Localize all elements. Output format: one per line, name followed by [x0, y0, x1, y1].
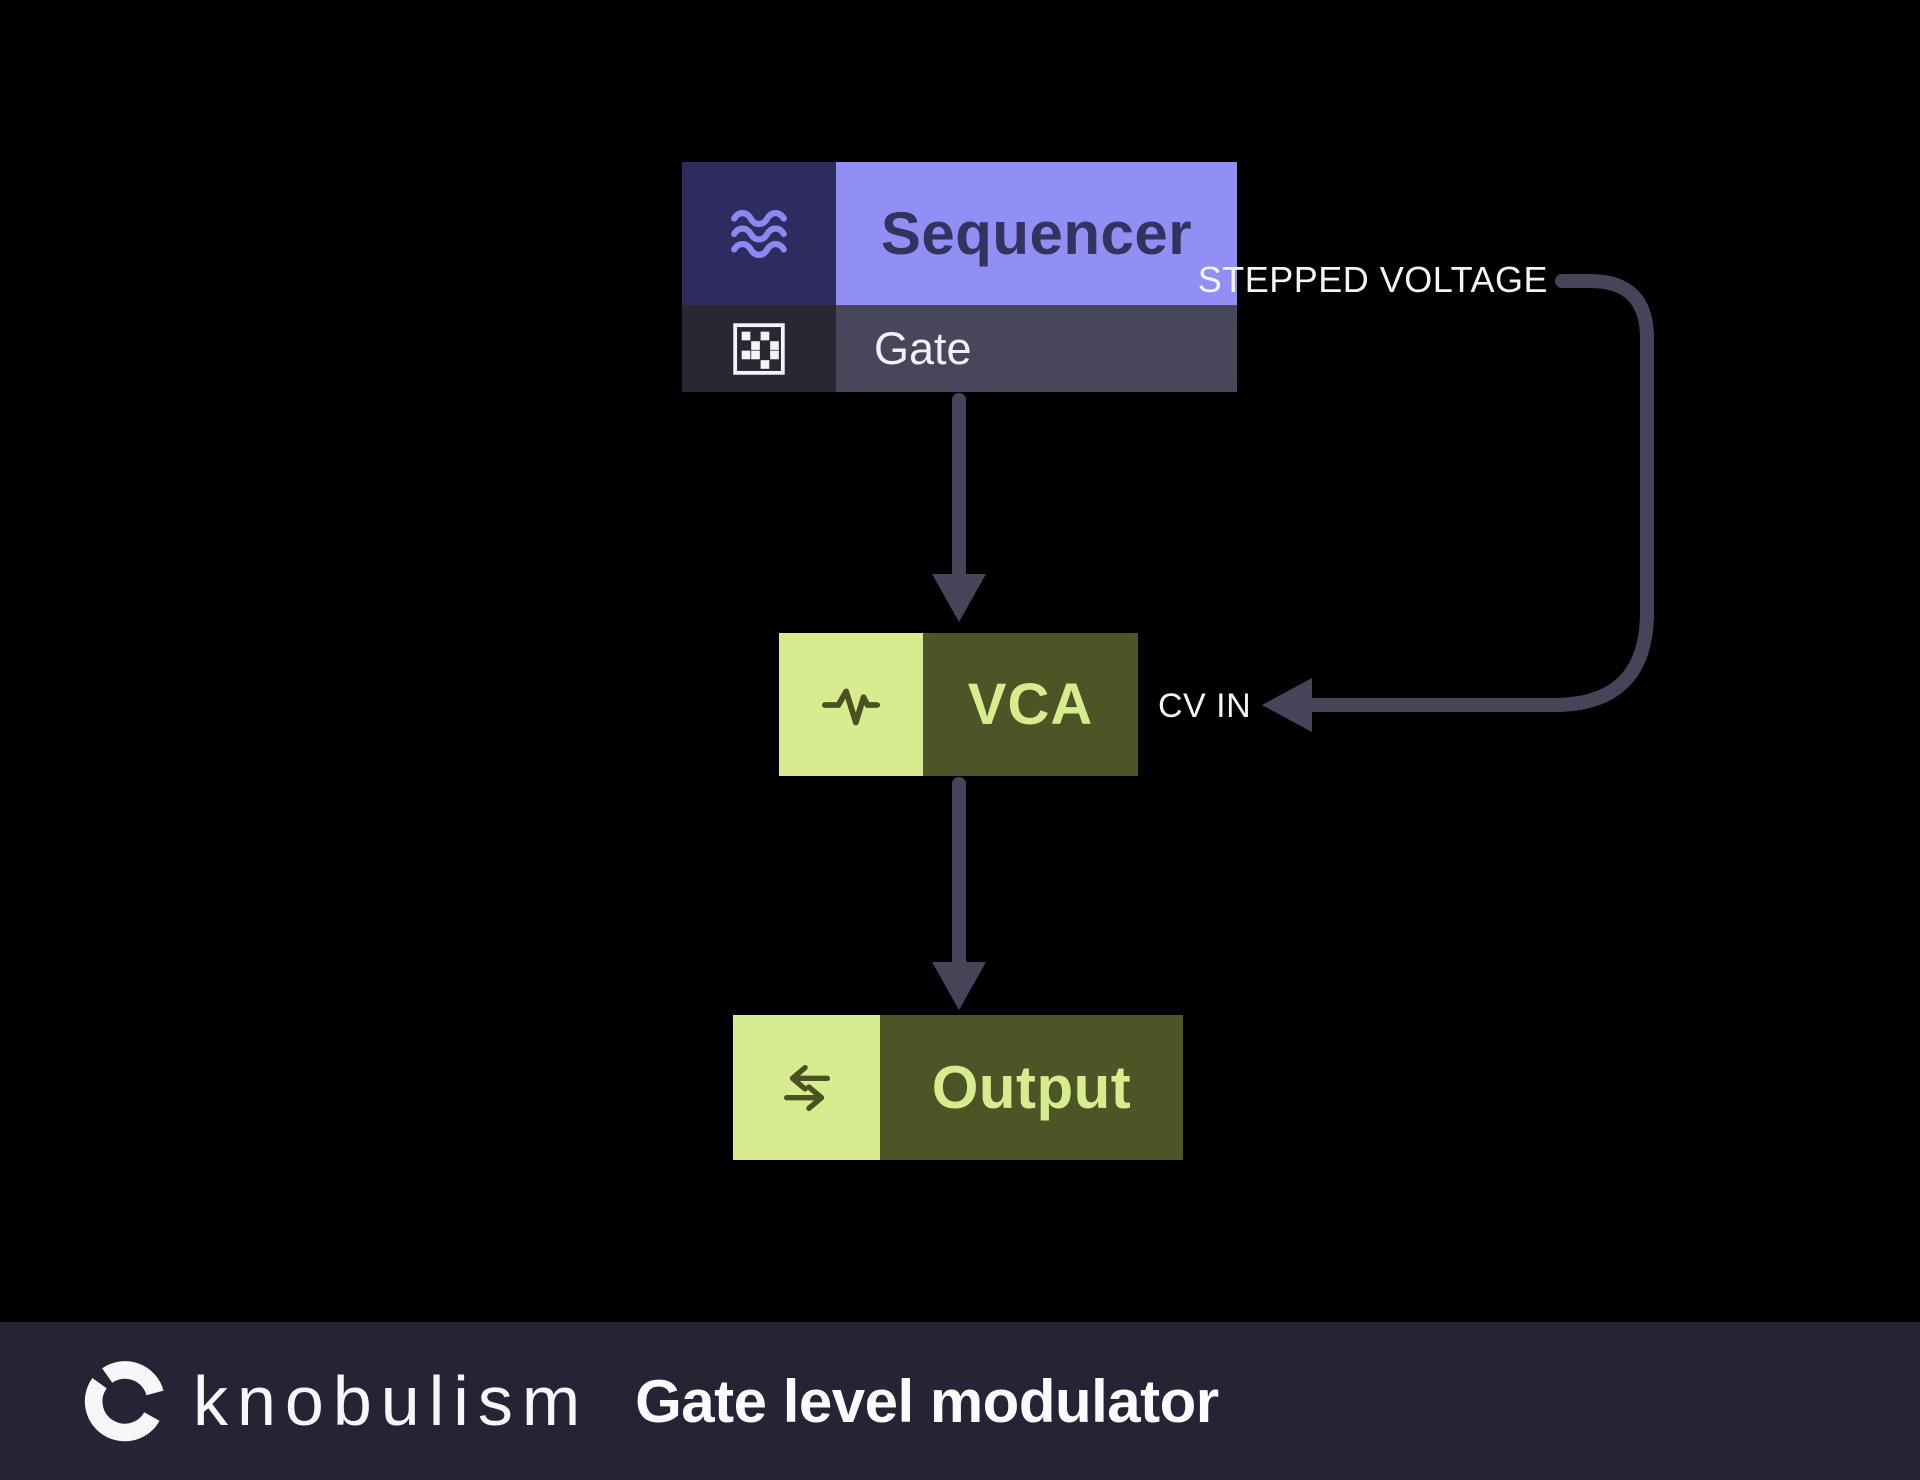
vca-label-cell: VCA: [923, 633, 1138, 776]
brand-name: knobulism: [193, 1362, 590, 1440]
vca-label: VCA: [967, 672, 1094, 737]
sequencer-node: Sequencer: [682, 162, 1237, 392]
arrow-sequencer-to-vca: [932, 393, 986, 622]
footer-bar: knobulism Gate level modulator: [0, 1322, 1920, 1480]
gate-label: Gate: [874, 322, 972, 374]
arrow-vca-to-output: [932, 777, 986, 1010]
output-label: Output: [931, 1054, 1132, 1121]
sequencer-label: Sequencer: [880, 200, 1193, 267]
vca-node: VCA: [779, 633, 1138, 776]
knob-icon: [84, 1361, 164, 1442]
stepped-voltage-label: STEPPED VOLTAGE: [1197, 259, 1548, 300]
output-label-cell: Output: [880, 1015, 1183, 1160]
sequencer-label-cell: Sequencer: [836, 162, 1237, 305]
waves-icon: [682, 162, 836, 305]
gate-label-cell: Gate: [836, 305, 1237, 392]
checkerboard-icon: [682, 305, 836, 392]
output-node: Output: [733, 1015, 1183, 1160]
gate-row: Gate: [682, 305, 1237, 392]
pulse-icon: [779, 633, 923, 776]
sequencer-row: Sequencer: [682, 162, 1237, 305]
cv-in-label: CV IN: [1158, 687, 1252, 725]
footer-title: Gate level modulator: [635, 1367, 1219, 1435]
wire-stepped-voltage-to-cv-in: [1262, 274, 1654, 732]
transfer-arrows-icon: [733, 1015, 880, 1160]
